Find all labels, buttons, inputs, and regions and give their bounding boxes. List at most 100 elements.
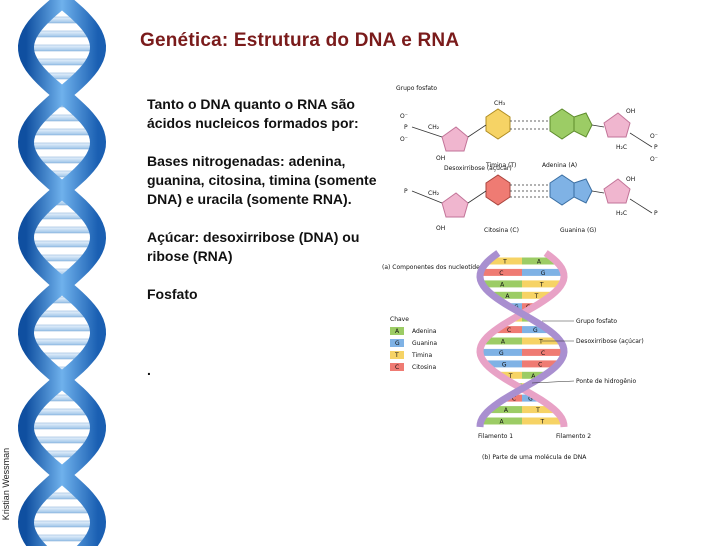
bond-lines [411, 120, 653, 214]
base-pair-letter: C [507, 327, 511, 334]
legend-letter-adenine: A [395, 328, 400, 335]
base-pair-block [522, 417, 563, 425]
base-pair-block [480, 268, 522, 276]
label-adenina: Adenina (A) [542, 162, 577, 169]
base-pair-block [522, 268, 564, 276]
legend-name-cytosine: Citosina [412, 364, 436, 371]
label-h2c-bottom: H₂C [616, 210, 627, 217]
legend-title: Chave [390, 316, 409, 323]
dna-structure-figure: Grupo fosfato Desoxirribose (açúcar) Tim… [382, 85, 658, 461]
base-pair-block [522, 348, 564, 356]
label-citosina: Citosina (C) [484, 227, 519, 234]
base-pair-letter: A [505, 293, 510, 300]
helix-rung [27, 128, 97, 136]
label-oh-right-top: OH [626, 108, 635, 115]
legend-swatch-cytosine [390, 363, 404, 371]
base-pair-letter: C [541, 350, 545, 357]
adenine-ring-5 [573, 112, 593, 138]
thymine-ring [485, 108, 511, 140]
base-pair-letter: A [500, 281, 505, 288]
base-pair-block [522, 406, 555, 414]
sugar-shape-3 [603, 112, 631, 138]
legend-letter-thymine: T [394, 352, 399, 359]
base-pair-block [522, 291, 552, 299]
legend-letter-guanine: G [395, 340, 400, 347]
base-pair-block [505, 394, 522, 402]
base-pair-block [480, 348, 522, 356]
base-pair-letter: A [504, 407, 509, 414]
legend-name-adenine: Adenina [412, 328, 437, 335]
strand-2-label: Filamento 2 [556, 433, 591, 440]
base-pair-block [482, 280, 522, 288]
base-pair-block [522, 280, 562, 288]
label-oh-left-top: OH [436, 155, 445, 162]
helix-rung [26, 324, 98, 332]
phosphate-ominus-1: O⁻ [400, 113, 408, 120]
base-pair-block [485, 360, 522, 368]
phosphate-paragraph: Fosfato [147, 286, 198, 302]
base-pair-letter: G [502, 361, 507, 368]
label-desoxirribose: Desoxirribose (açúcar) [444, 165, 512, 172]
sugar-shape-1 [441, 126, 469, 152]
sugar-shape-2 [441, 192, 469, 218]
label-ch3: CH₃ [494, 100, 506, 107]
base-pair-block [492, 291, 522, 299]
helix-rung [26, 226, 98, 234]
callout-grupo-fosfato: Grupo fosfato [576, 318, 617, 325]
guanine-ring-6 [549, 174, 575, 206]
base-pair-letter: A [500, 419, 505, 426]
panel-b-label: (b) Parte de uma molécula de DNA [482, 454, 587, 461]
phosphate-p-bottom-left: P [404, 188, 408, 195]
base-pair-block [488, 257, 522, 265]
helix-rung [25, 142, 99, 150]
callout-desoxirribose: Desoxirribose (açúcar) [576, 338, 644, 345]
label-oh-right-bottom: OH [626, 176, 635, 183]
base-pair-letter: C [499, 270, 503, 277]
legend-swatch-adenine [390, 327, 404, 335]
base-pair-letter: T [540, 419, 545, 426]
trailing-dot: . [147, 362, 151, 378]
phosphate-ominus-4: O⁻ [650, 156, 658, 163]
helix-rung [25, 422, 99, 430]
base-pair-letter: T [534, 293, 539, 300]
base-pair-block [481, 417, 522, 425]
helix-callouts: Grupo fosfato Desoxirribose (açúcar) Pon… [478, 318, 644, 461]
base-pair-block [522, 360, 559, 368]
base-pair-block [522, 371, 545, 379]
dna-helix-decoration [17, 0, 107, 546]
base-pair-letter: G [528, 396, 533, 403]
base-pair-letter: T [538, 339, 543, 346]
phosphate-p-top-right: P [654, 144, 658, 151]
label-guanina: Guanina (G) [560, 227, 596, 234]
label-ch2-bottom: CH₂ [428, 190, 440, 197]
base-pair-letter: T [508, 373, 513, 380]
legend-name-thymine: Timina [411, 352, 432, 359]
slide-title: Genética: Estrutura do DNA e RNA [140, 30, 460, 51]
base-pair-block [522, 337, 561, 345]
label-grupo-fosfato: Grupo fosfato [396, 85, 437, 92]
author-credit: Kristian Wessman [1, 447, 11, 521]
base-pair-letter: T [535, 407, 540, 414]
phosphate-ominus-3: O⁻ [650, 133, 658, 140]
callout-ponte-hidrogenio: Ponte de hidrogênio [576, 378, 636, 385]
base-pair-block [483, 337, 522, 345]
strand-1-label: Filamento 1 [478, 433, 513, 440]
label-ch2-top: CH₂ [428, 124, 440, 131]
base-pair-letter: G [541, 270, 546, 277]
base-pair-block [489, 406, 522, 414]
base-pair-letter: G [499, 350, 504, 357]
base-pair-letter: A [531, 373, 536, 380]
legend-letter-cytosine: C [395, 364, 399, 371]
guanine-ring-5 [573, 178, 593, 204]
phosphate-ominus-2: O⁻ [400, 136, 408, 143]
helix-rung [26, 240, 98, 248]
base-pair-block [499, 371, 522, 379]
base-pair-block [522, 326, 548, 334]
legend-name-guanine: Guanina [412, 340, 437, 347]
base-pair-block [496, 326, 522, 334]
phosphate-p-top-left: P [404, 124, 408, 131]
nucleotide-components: Grupo fosfato Desoxirribose (açúcar) Tim… [396, 85, 635, 234]
label-oh-left-bottom: OH [436, 225, 445, 232]
